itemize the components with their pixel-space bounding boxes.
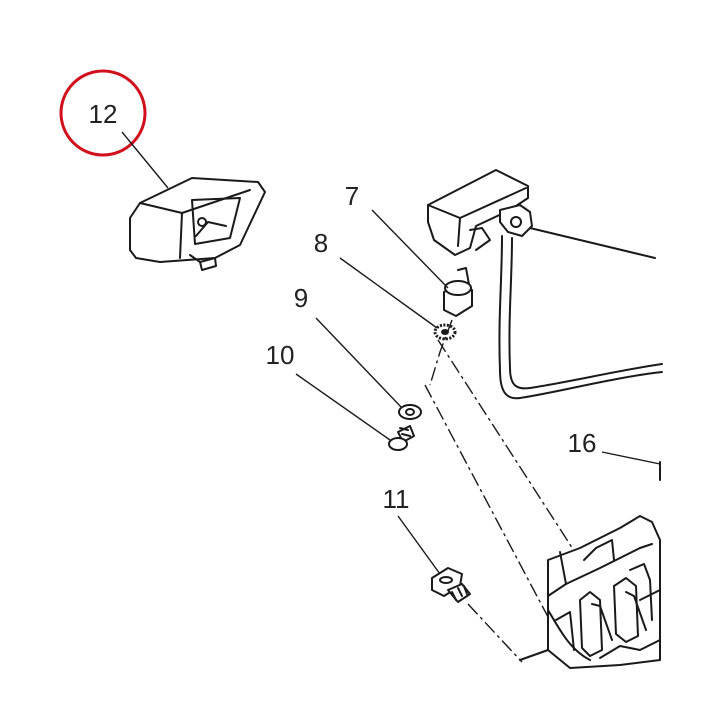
leader-12 bbox=[121, 131, 169, 189]
leader-11 bbox=[397, 515, 441, 575]
callout-11[interactable]: 11 bbox=[383, 484, 410, 514]
leader-16 bbox=[601, 451, 661, 465]
centerline-c bbox=[437, 339, 581, 561]
callout-12[interactable]: 12 bbox=[89, 99, 118, 129]
callout-16[interactable]: 16 bbox=[568, 428, 597, 458]
leader-7 bbox=[371, 209, 449, 289]
part-10-screw[interactable] bbox=[388, 425, 415, 451]
centerline-d bbox=[467, 603, 523, 663]
part-7-bushing[interactable] bbox=[443, 267, 473, 317]
part-16-housing[interactable] bbox=[519, 515, 661, 669]
callout-7[interactable]: 7 bbox=[345, 181, 359, 211]
highlight-ring bbox=[59, 69, 147, 157]
part-12-cover[interactable] bbox=[129, 177, 266, 271]
callout-9[interactable]: 9 bbox=[294, 283, 308, 313]
leader-9 bbox=[315, 317, 403, 409]
callout-8[interactable]: 8 bbox=[314, 228, 328, 258]
part-8-washer[interactable] bbox=[433, 323, 457, 341]
leader-8 bbox=[339, 257, 438, 329]
part-9-washer[interactable] bbox=[398, 404, 422, 420]
callout-10[interactable]: 10 bbox=[266, 340, 295, 370]
centerline-b bbox=[424, 384, 557, 633]
part-11-bolt[interactable] bbox=[431, 567, 471, 603]
leader-10 bbox=[295, 373, 391, 441]
centerline-a bbox=[429, 319, 453, 386]
bracket-assembly[interactable] bbox=[427, 169, 663, 400]
